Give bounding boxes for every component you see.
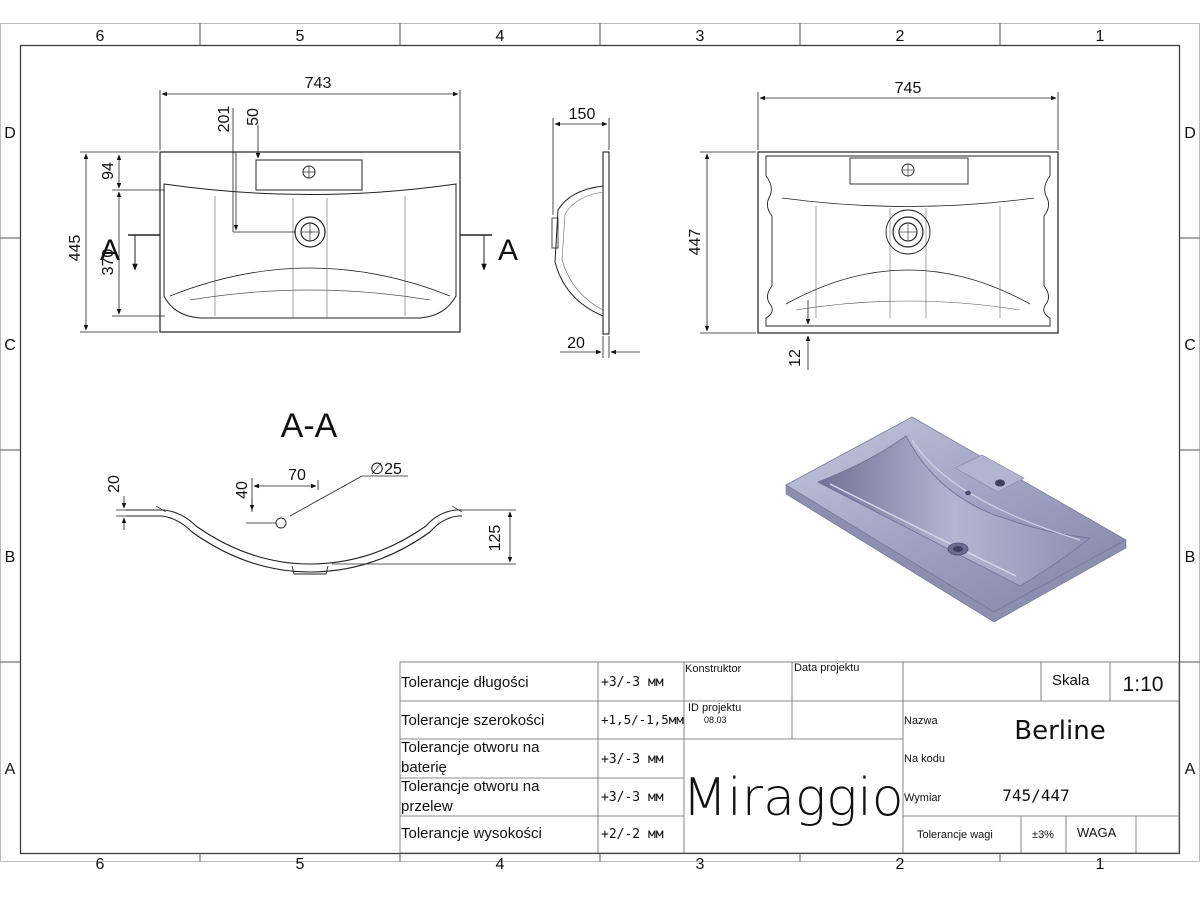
col-label-top-4: 4 [496,28,505,45]
dim-tap-depth: 50 [245,108,262,126]
side-view-dimensions [552,118,640,358]
tolerance-label-length: Tolerancje długości [401,674,529,691]
row-label-left-a: A [5,761,16,778]
dim-top-height: 445 [67,235,84,262]
row-label-right-b: B [1185,549,1196,566]
top-view-dimensions [80,90,461,333]
tolerance-value-tap-hole: +3/-3 мм [601,752,664,767]
title-block-grid [399,661,1180,854]
col-label-top-6: 6 [96,28,105,45]
tolerancje-wagi-label: Tolerancje wagi [917,829,993,841]
waga-label: WAGA [1077,825,1117,840]
dim-side-rim: 20 [567,335,585,352]
basin-3d-render [785,416,1127,623]
dim-bowl-height: 370 [100,249,117,276]
tolerance-label-overflow-2: przelew [401,798,453,815]
side-view [551,151,610,335]
section-dimensions [116,475,516,565]
row-label-right-a: A [1185,761,1196,778]
tolerance-value-height: +2/-2 мм [601,827,664,842]
dim-side-depth: 150 [569,106,596,123]
col-label-bottom-2: 2 [896,856,905,873]
row-label-right-c: C [1184,337,1196,354]
col-label-bottom-6: 6 [96,856,105,873]
nazwa-value: Berline [1014,716,1105,746]
right-view-tap-platform [849,157,969,185]
basin-3d-tap-hole [995,479,1005,487]
top-view-dim-labels: 743 445 370 94 201 50 [67,75,331,275]
row-label-right-d: D [1184,125,1196,142]
dim-drain-offset: 201 [216,106,233,133]
dim-tap-offset: 94 [100,162,117,180]
section-title: A-A [281,407,338,445]
drain-hole-inner [300,222,320,242]
id-projektu-value: 08.03 [704,715,727,725]
nazwa-label: Nazwa [904,715,939,727]
dim-overflow-diameter: ∅25 [370,461,402,478]
tolerance-value-length: +3/-3 мм [601,675,664,690]
right-view-outline [757,151,1059,334]
dim-right-edge: 12 [787,349,804,367]
section-marker-left: A [100,234,120,267]
side-view-profile [554,185,604,317]
tolerance-label-tap-hole-1: Tolerancje otworu na [401,739,540,756]
row-label-left-d: D [4,125,16,142]
wymiar-label: Wymiar [904,792,942,804]
basin-3d-overflow-hole [965,490,971,496]
tolerance-value-width: +1,5/-1,5мм [601,712,684,727]
dim-overflow-height: 40 [234,481,251,499]
section-marker-right: A [498,234,518,267]
brand-logo: Miraggio [682,768,903,828]
right-view-inner-rim [765,155,1051,327]
right-view [757,151,1059,334]
row-label-left-c: C [4,337,16,354]
section-profile-outer [126,509,462,565]
tolerance-label-width: Tolerancje szerokości [401,712,544,729]
tolerance-label-height: Tolerancje wysokości [401,825,542,842]
dim-overflow-offset: 70 [288,467,306,484]
col-label-top-3: 3 [696,28,705,45]
bowl-outline [163,183,457,319]
col-label-bottom-4: 4 [496,856,505,873]
skala-label: Skala [1052,672,1090,689]
tolerance-table: Tolerancje długości +3/-3 мм Tolerancje … [401,674,684,842]
title-block-info: Konstruktor Data projektu ID projektu 08… [682,662,1163,841]
id-projektu-label: ID projektu [688,702,741,714]
section-dim-labels: 20 40 70 ∅25 125 [106,461,504,551]
basin-3d-tap-deck [954,454,1025,493]
col-label-bottom-3: 3 [696,856,705,873]
data-projektu-label: Data projektu [794,662,859,674]
wymiar-value: 745/447 [1002,786,1069,805]
dim-right-width: 745 [895,80,922,97]
overflow-hole [275,517,287,529]
col-label-bottom-5: 5 [296,856,305,873]
dim-section-depth: 125 [487,525,504,552]
basin-3d-edge [785,484,1127,623]
na-kodu-label: Na kodu [904,753,945,765]
top-view-outline [159,151,461,333]
row-label-left-b: B [5,549,16,566]
dim-top-width: 743 [305,75,332,92]
dim-section-rim: 20 [106,475,123,493]
tolerance-value-overflow: +3/-3 мм [601,790,664,805]
col-label-top-5: 5 [296,28,305,45]
top-view [128,151,492,333]
zone-labels: 6 5 4 3 2 1 6 5 4 3 2 1 D C B A D C B A [4,28,1196,873]
right-view-dimensions [700,92,1059,370]
col-label-top-1: 1 [1096,28,1105,45]
section-view [126,505,463,575]
side-view-rim [602,151,610,335]
tolerance-label-overflow-1: Tolerancje otworu na [401,778,540,795]
dim-right-height: 447 [687,229,704,256]
skala-value: 1:10 [1123,673,1164,696]
section-profile-inner [126,515,462,573]
konstruktor-label: Konstruktor [685,663,742,675]
col-label-top-2: 2 [896,28,905,45]
tolerancje-wagi-value: ±3% [1032,829,1054,841]
col-label-bottom-1: 1 [1096,856,1105,873]
tap-platform [255,159,363,191]
tolerance-label-tap-hole-2: baterię [401,759,447,776]
